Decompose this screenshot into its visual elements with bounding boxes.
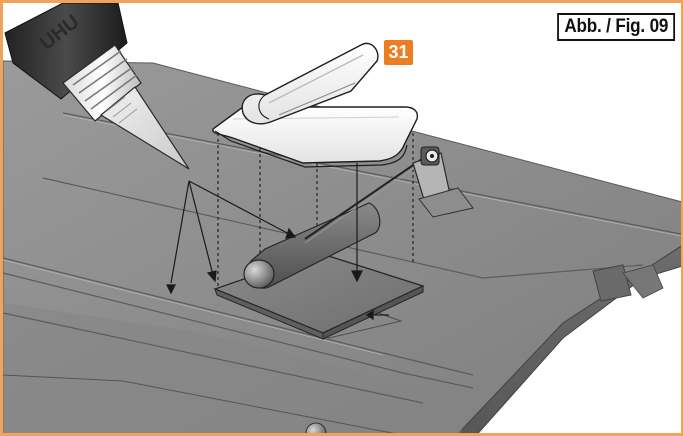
- wing-edge-right: [458, 245, 681, 433]
- glue-tube-nozzle: [99, 86, 190, 170]
- wing-lower-step: [3, 303, 473, 433]
- wing-knob: [305, 422, 327, 433]
- wing-slot: [592, 264, 632, 302]
- glue-tube-cap: [62, 44, 142, 122]
- assembly-arrows: [166, 163, 389, 321]
- assembly-illustration: UHU: [3, 3, 681, 433]
- wing-front-edge: [3, 374, 395, 433]
- hatch-fairing: [241, 42, 379, 125]
- wing-groove-lines: [3, 112, 681, 404]
- hatch-cover-exploded: [212, 42, 419, 168]
- glue-tube-body: [4, 3, 128, 100]
- control-horn: [304, 146, 474, 244]
- part-number-badge: 31: [384, 40, 413, 65]
- wing-slot-2: [622, 264, 664, 299]
- figure-label: Abb. / Fig. 09: [556, 13, 675, 41]
- glue-tube: UHU: [4, 3, 190, 170]
- servo-fairing-nose: [243, 259, 275, 289]
